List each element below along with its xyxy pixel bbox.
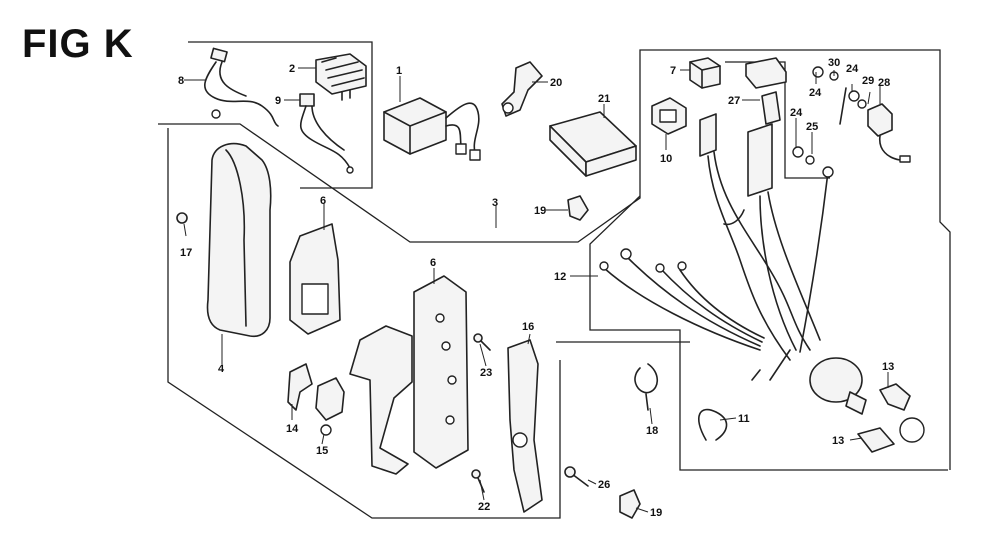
screw-23 xyxy=(473,333,491,351)
ignition-switch-13 xyxy=(809,357,867,415)
relay-7 xyxy=(689,57,721,89)
callout-16: 16 xyxy=(522,321,534,333)
callout-10: 10 xyxy=(660,153,672,165)
grommet-17 xyxy=(176,212,188,224)
key-13-lower xyxy=(857,427,895,453)
callout-24-c: 24 xyxy=(790,107,803,119)
callout-12: 12 xyxy=(554,271,566,283)
switch-14 xyxy=(287,363,313,411)
callout-19-upper: 19 xyxy=(534,205,546,217)
callout-9: 9 xyxy=(275,95,281,107)
callout-23: 23 xyxy=(480,367,492,379)
band-18 xyxy=(634,363,659,411)
callout-24-a: 24 xyxy=(809,87,822,99)
key-13-upper xyxy=(879,383,925,443)
callout-21: 21 xyxy=(598,93,610,105)
callout-22: 22 xyxy=(478,501,490,513)
callout-20: 20 xyxy=(550,77,562,89)
callout-7: 7 xyxy=(670,65,676,77)
bolt-26 xyxy=(564,466,589,487)
clip-19-lower xyxy=(619,489,641,519)
callout-6-upper: 6 xyxy=(320,195,326,207)
ignition-unit-1 xyxy=(383,97,481,161)
clip-19-upper xyxy=(567,195,589,221)
wire-lead-8 xyxy=(204,47,279,127)
figure-title: FIG K xyxy=(22,22,134,66)
nuts-washers xyxy=(792,66,867,165)
circuit-breaker-15 xyxy=(315,377,345,436)
bracket-6-upper xyxy=(289,223,341,335)
callout-27: 27 xyxy=(728,95,740,107)
callout-3: 3 xyxy=(492,197,498,209)
callout-13-upper: 13 xyxy=(882,361,894,373)
leader-lines xyxy=(183,67,889,513)
callout-11: 11 xyxy=(738,413,750,425)
callout-14: 14 xyxy=(286,423,299,435)
callout-29: 29 xyxy=(862,75,874,87)
callout-8: 8 xyxy=(178,75,184,87)
frame-harness-group xyxy=(639,49,951,470)
clip-11 xyxy=(697,408,728,441)
callout-24-b: 24 xyxy=(846,63,859,75)
callout-2: 2 xyxy=(289,63,295,75)
holder-10 xyxy=(651,97,687,135)
panel-cover-4 xyxy=(206,142,272,338)
callout-15: 15 xyxy=(316,445,328,457)
clamp-20 xyxy=(501,61,543,117)
callout-4: 4 xyxy=(218,363,225,375)
callout-19-lower: 19 xyxy=(650,507,662,519)
callout-25: 25 xyxy=(806,121,818,133)
regulator-2 xyxy=(315,53,367,101)
switch-28 xyxy=(867,103,911,163)
callout-17: 17 xyxy=(180,247,192,259)
callout-26: 26 xyxy=(598,479,610,491)
frame-left-panel-group xyxy=(158,123,641,243)
callout-30: 30 xyxy=(828,57,840,69)
frame-top-left-group xyxy=(188,41,373,189)
callout-13-lower: 13 xyxy=(832,435,844,447)
callout-18: 18 xyxy=(646,425,658,437)
plate-16 xyxy=(507,339,543,513)
frame-left-panel-bottom xyxy=(167,128,561,519)
frame-harness-left xyxy=(589,195,948,471)
callout-6-lower: 6 xyxy=(430,257,436,269)
callout-1: 1 xyxy=(396,65,402,77)
fuse-cover-27 xyxy=(745,57,787,125)
foam-pad-21 xyxy=(549,111,637,177)
control-panel-6 xyxy=(349,275,469,475)
wire-lead-9 xyxy=(299,93,354,174)
wiring-harness-12 xyxy=(599,113,834,381)
callout-28: 28 xyxy=(878,77,890,89)
